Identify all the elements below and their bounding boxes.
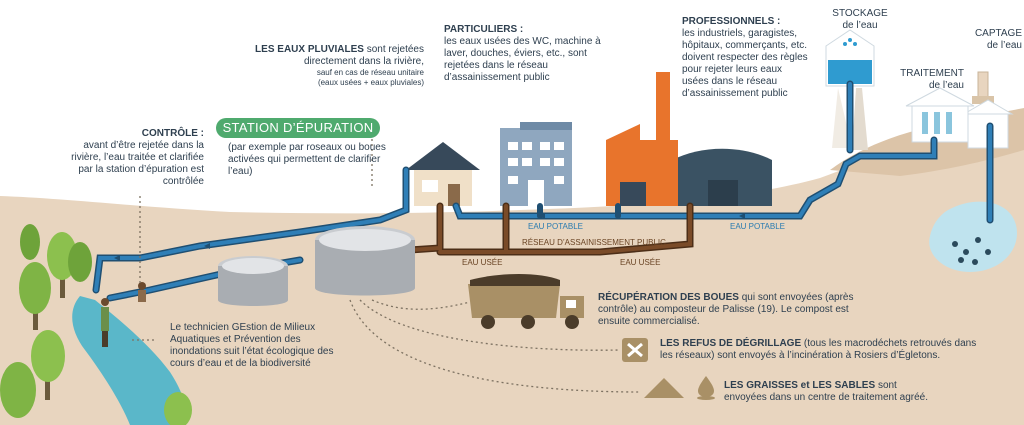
eaux-pluviales-title: LES EAUX PLUVIALES <box>255 44 364 55</box>
station-tanks <box>218 226 415 306</box>
controle-title: CONTRÔLE : <box>141 128 204 139</box>
trees <box>0 224 192 425</box>
eaux-pluviales-note2: (eaux usées + eaux pluviales) <box>317 78 424 87</box>
traitement-label: TRAITEMENT de l’eau <box>886 68 964 92</box>
graisses-body: sont envoyées dans un centre de traiteme… <box>724 380 929 403</box>
refus-text: LES REFUS DE DÉGRILLAGE (tous les macrod… <box>660 338 990 362</box>
pluviale-pipe <box>92 166 410 294</box>
captage-subtitle: de l’eau <box>986 40 1022 51</box>
graisses-icon <box>644 376 715 400</box>
leader-lines <box>130 134 641 393</box>
controle-body: avant d’être rejetée dans la rivière, l’… <box>71 140 204 187</box>
traitement-building <box>905 87 975 143</box>
station-description: (par exemple par roseaux ou boues activé… <box>228 142 386 177</box>
graisses-title: LES GRAISSES et LES SABLES <box>724 380 876 391</box>
lake <box>929 201 1017 272</box>
rain-drops <box>952 237 991 265</box>
apartment-building <box>500 122 572 206</box>
traitement-subtitle: de l’eau <box>928 80 964 91</box>
particuliers-body: les eaux usées des WC, machine à laver, … <box>444 36 601 83</box>
captage-building <box>962 71 1014 149</box>
controle-text: CONTRÔLE : avant d’être rejetée dans la … <box>62 128 204 188</box>
pipe-label-eau-usee-1: EAU USÉE <box>462 258 503 267</box>
stockage-subtitle: de l’eau <box>842 20 878 31</box>
stockage-title: STOCKAGE <box>832 8 888 19</box>
technicien-text: Le technicien GEstion de Milieux Aquatiq… <box>170 322 334 369</box>
professionnels-text: PROFESSIONNELS : les industriels, garagi… <box>682 16 810 100</box>
graisses-text: LES GRAISSES et LES SABLES sont envoyées… <box>724 380 934 404</box>
station-label: STATION D’ÉPURATION <box>216 118 380 138</box>
dump-truck <box>468 274 584 329</box>
particuliers-text: PARTICULIERS : les eaux usées des WC, ma… <box>444 24 614 84</box>
stockage-label: STOCKAGE de l’eau <box>818 8 902 32</box>
warehouse <box>672 148 772 206</box>
pipe-label-reseau: RÉSEAU D’ASSAINISSEMENT PUBLIC <box>522 238 666 247</box>
captage-label: CAPTAGE de l’eau <box>966 28 1022 52</box>
factory <box>606 72 678 206</box>
boues-title: RÉCUPÉRATION DES BOUES <box>598 292 739 303</box>
traitement-title: TRAITEMENT <box>900 68 964 79</box>
boues-text: RÉCUPÉRATION DES BOUES qui sont envoyées… <box>598 292 868 328</box>
river <box>72 296 187 425</box>
eaux-pluviales-text: LES EAUX PLUVIALES sont rejetées directe… <box>248 44 424 88</box>
eaux-pluviales-note1: sauf en cas de réseau unitaire <box>316 68 424 77</box>
captage-title: CAPTAGE <box>974 28 1022 39</box>
refus-title: LES REFUS DE DÉGRILLAGE <box>660 338 802 349</box>
pipe-label-eau-potable-2: EAU POTABLE <box>730 222 785 231</box>
boues-body: qui sont envoyées (après contrôle) au co… <box>598 292 854 327</box>
flow-arrows <box>114 213 745 261</box>
house <box>406 142 480 206</box>
people <box>101 282 146 347</box>
pipe-label-eau-potable-1: EAU POTABLE <box>528 222 583 231</box>
refus-body: (tous les macrodéchets retrouvés dans le… <box>660 338 977 361</box>
professionnels-body: les industriels, garagistes, hôpitaux, c… <box>682 28 808 99</box>
particuliers-title: PARTICULIERS : <box>444 24 524 35</box>
professionnels-title: PROFESSIONNELS : <box>682 16 781 27</box>
pipe-label-eau-usee-2: EAU USÉE <box>620 258 661 267</box>
eaux-pluviales-body: sont rejetées directement dans la rivièr… <box>303 44 424 67</box>
refus-icon <box>622 338 648 362</box>
